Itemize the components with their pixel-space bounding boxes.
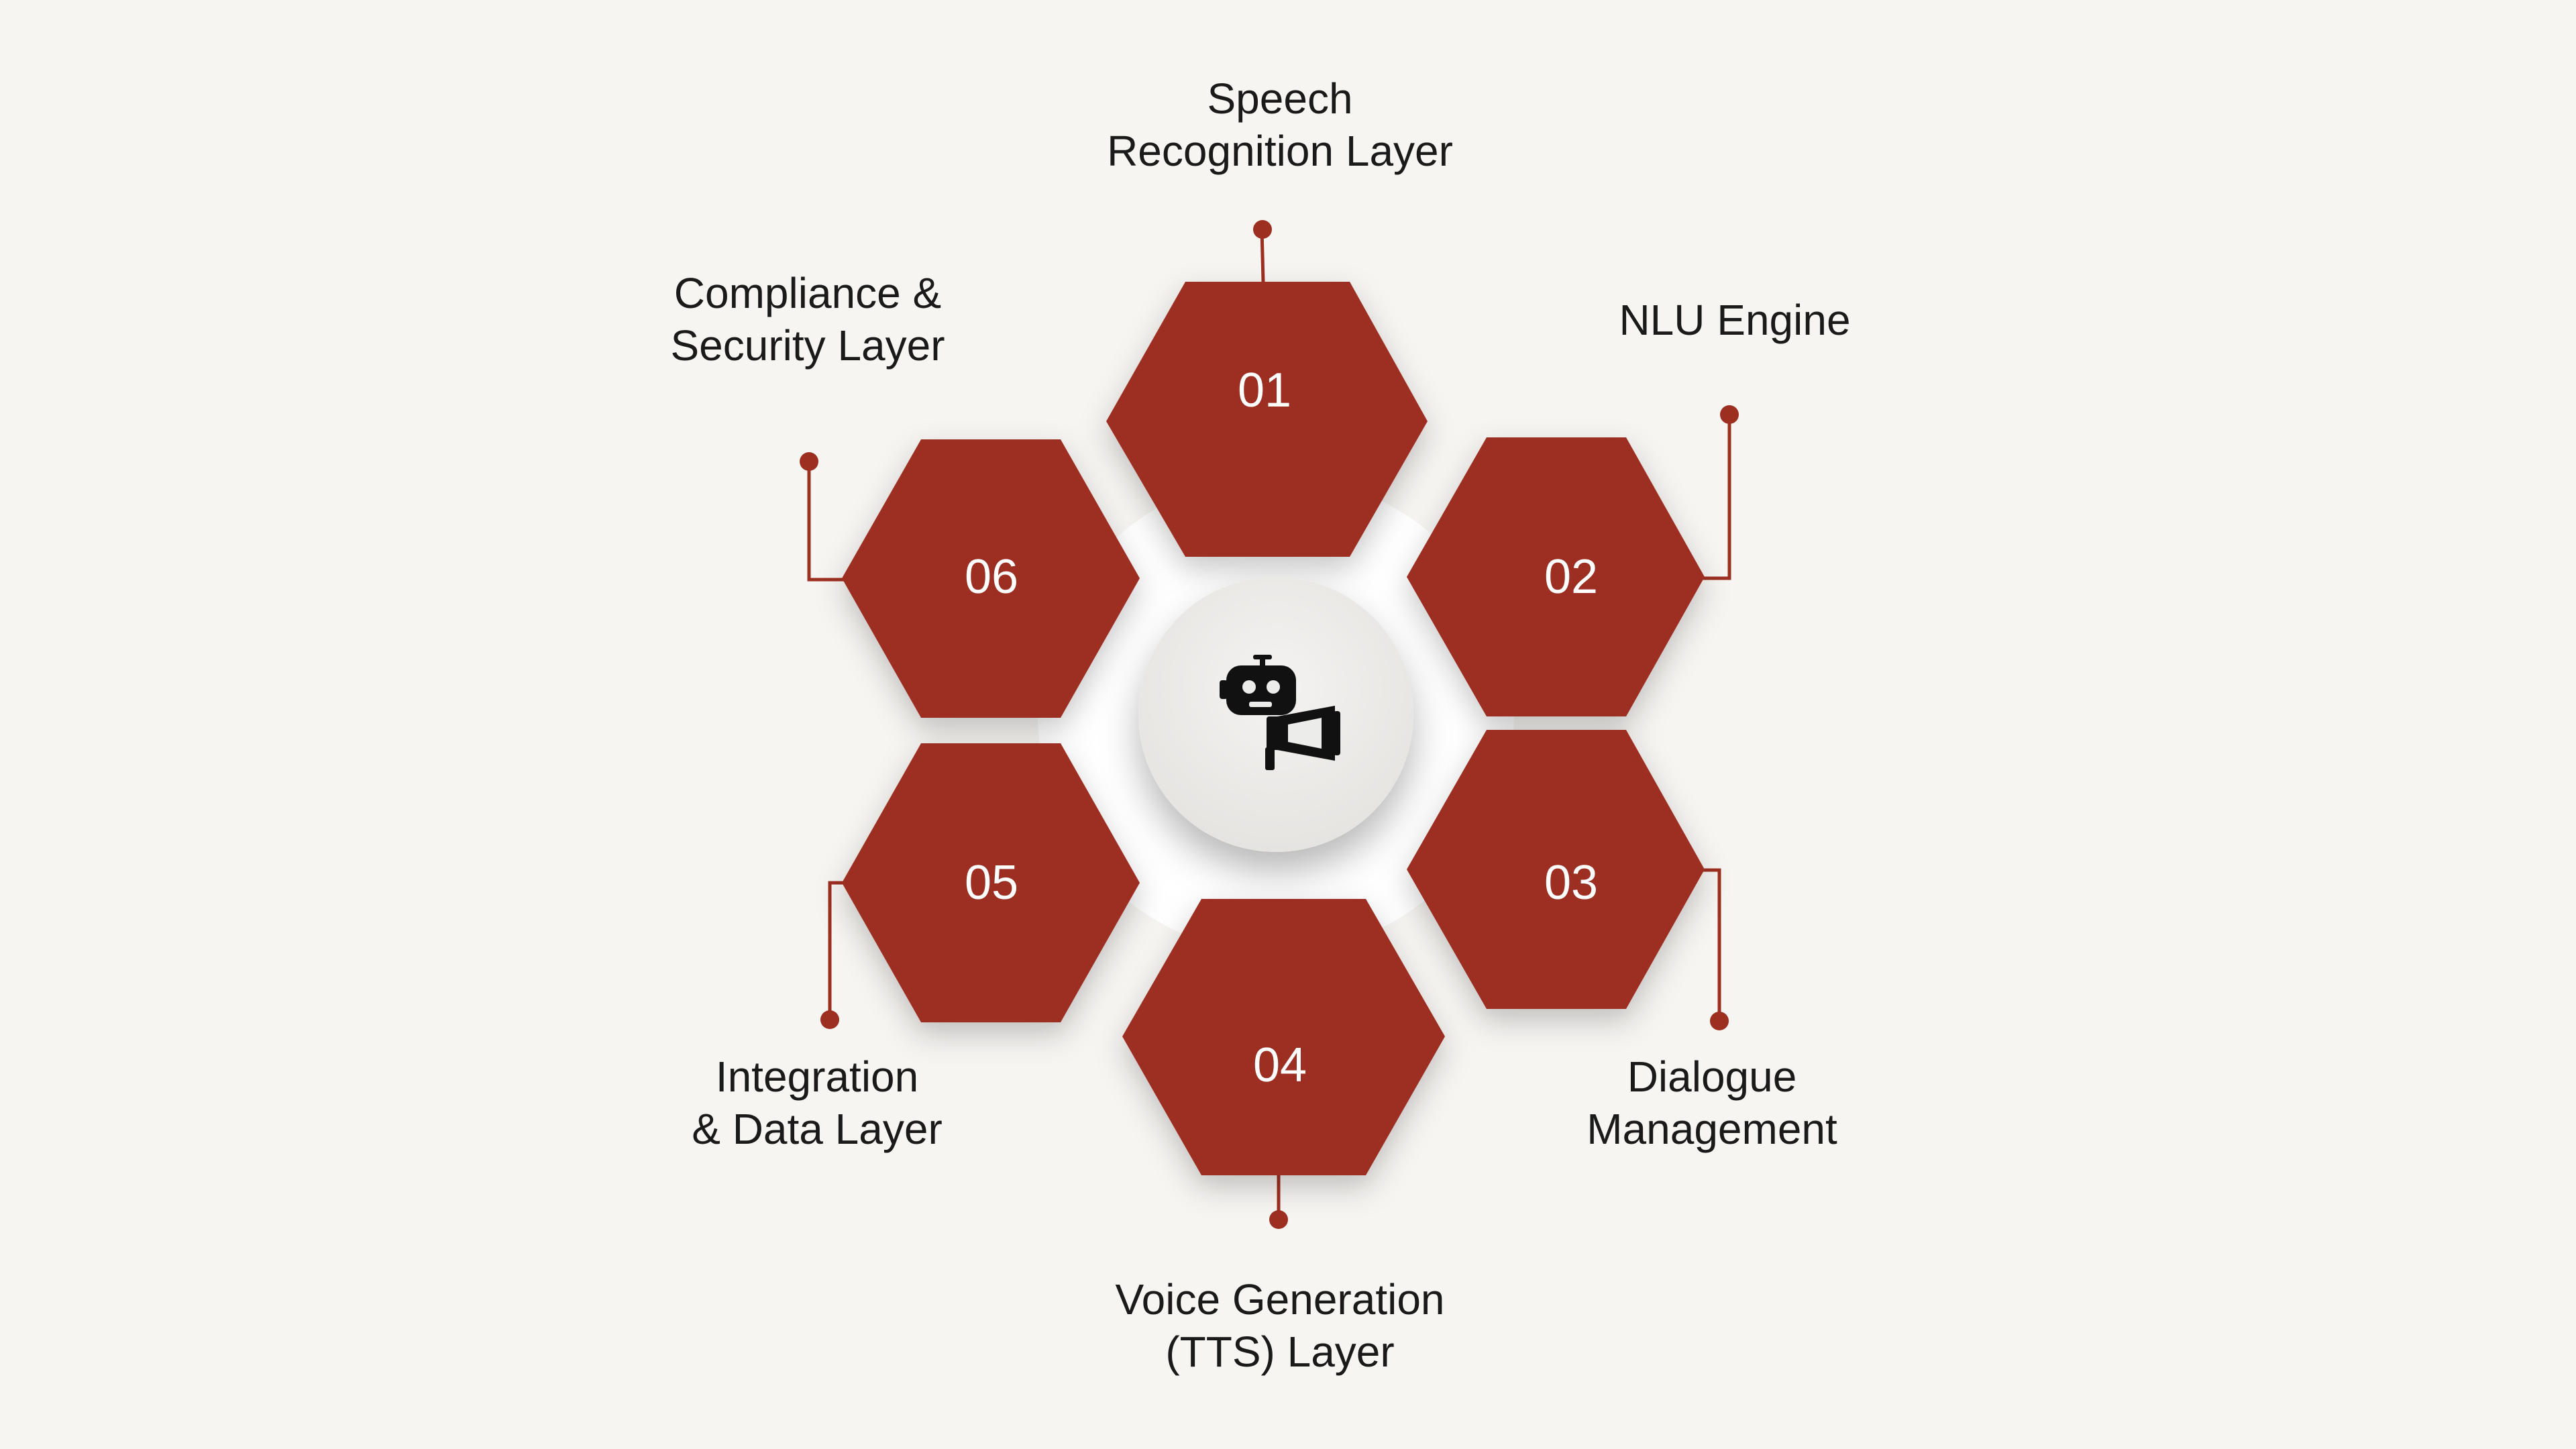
hexagon-number-05: 05 xyxy=(965,856,1018,910)
label-nlu-engine: NLU Engine xyxy=(1619,294,1850,346)
label-compliance-security: Compliance & Security Layer xyxy=(670,267,945,372)
label-05-line-2: & Data Layer xyxy=(692,1105,943,1153)
connector-05 xyxy=(828,881,855,1020)
label-06-line-1: Compliance & xyxy=(674,269,942,317)
robot-megaphone-icon xyxy=(1220,655,1340,770)
hexagon-06 xyxy=(842,439,1140,718)
label-01-line-2: Recognition Layer xyxy=(1107,127,1453,175)
connector-dot-05 xyxy=(820,1010,839,1029)
label-integration-data: Integration & Data Layer xyxy=(692,1051,943,1155)
connector-dot-01 xyxy=(1253,220,1272,239)
hexagon-01 xyxy=(1106,282,1428,557)
hexagon-number-02: 02 xyxy=(1544,550,1598,604)
connector-dot-02 xyxy=(1720,405,1739,424)
label-03-line-2: Management xyxy=(1587,1105,1837,1153)
hexagon-03 xyxy=(1407,730,1705,1009)
label-05-line-1: Integration xyxy=(715,1053,919,1101)
label-03-line-1: Dialogue xyxy=(1627,1053,1797,1101)
label-04-line-1: Voice Generation xyxy=(1115,1275,1445,1324)
label-01-line-1: Speech xyxy=(1207,74,1353,123)
hexagon-number-01: 01 xyxy=(1238,364,1291,417)
connector-dot-03 xyxy=(1710,1012,1729,1030)
hexagon-number-06: 06 xyxy=(965,550,1018,604)
label-02-line-1: NLU Engine xyxy=(1619,296,1851,344)
label-06-line-2: Security Layer xyxy=(670,321,945,370)
hexagon-05 xyxy=(842,743,1140,1022)
hexagon-number-03: 03 xyxy=(1544,856,1598,910)
hexagon-number-04: 04 xyxy=(1253,1038,1307,1092)
connector-dots xyxy=(800,220,1739,1229)
label-voice-generation: Voice Generation (TTS) Layer xyxy=(1116,1273,1445,1378)
hexagon-04 xyxy=(1122,899,1445,1175)
label-04-line-2: (TTS) Layer xyxy=(1165,1328,1395,1376)
connector-03 xyxy=(1690,868,1721,1021)
label-speech-recognition: Speech Recognition Layer xyxy=(1107,72,1453,177)
connector-dot-04 xyxy=(1269,1210,1288,1229)
connector-06 xyxy=(807,462,844,582)
label-dialogue-management: Dialogue Management xyxy=(1587,1051,1837,1155)
connector-dot-06 xyxy=(800,452,818,471)
hexagon-02 xyxy=(1407,437,1705,716)
